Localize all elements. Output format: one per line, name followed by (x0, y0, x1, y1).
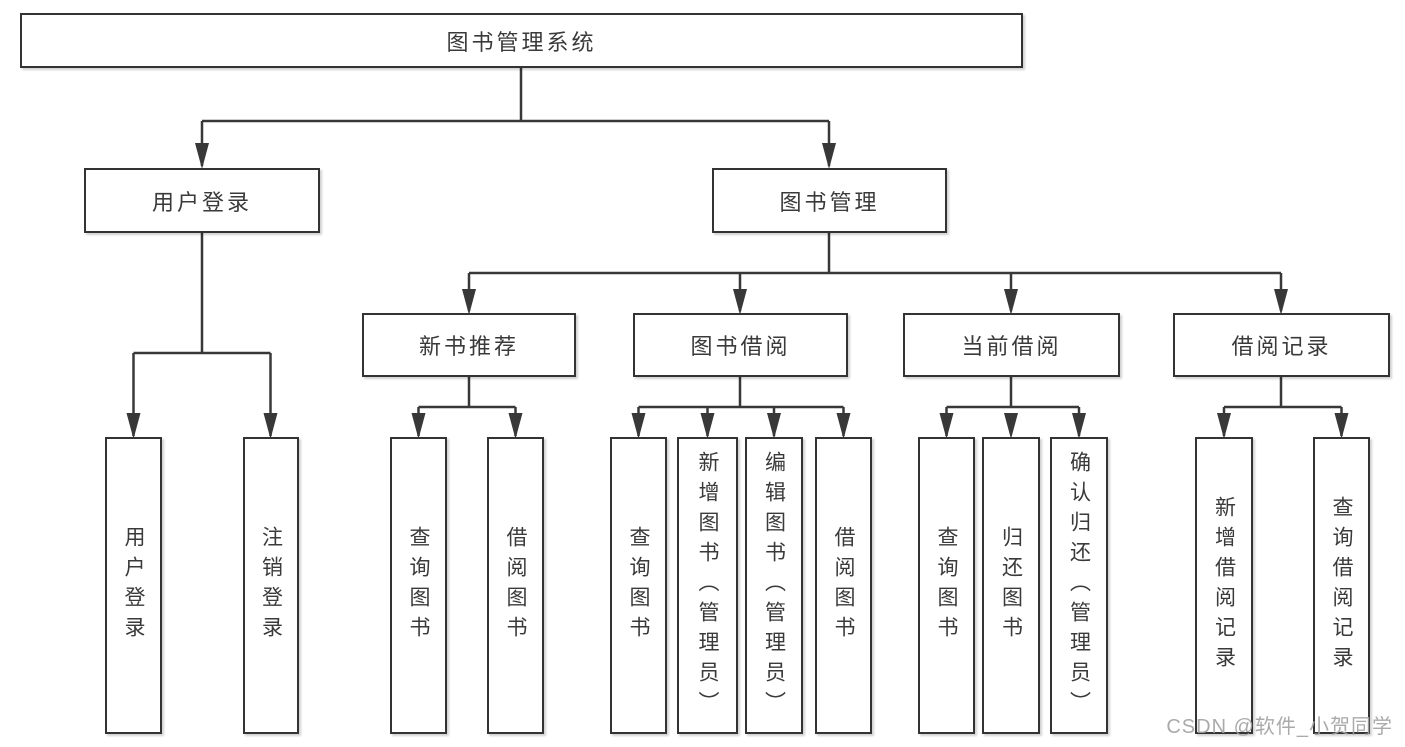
leaf-user-login: 用户登录 (105, 437, 162, 734)
leaf-logout: 注销登录 (243, 437, 299, 734)
connector-lines (132, 68, 1343, 436)
leaf-add-book-admin: 新增图书（管理员） (677, 437, 738, 734)
node-book-borrowing: 图书借阅 (633, 313, 848, 377)
connector-arrowheads (126, 143, 1349, 439)
node-user-login: 用户登录 (84, 168, 320, 233)
leaf-borrow-books: 借阅图书 (815, 437, 872, 734)
csdn-watermark: CSDN @软件_小贺同学 (1166, 716, 1393, 738)
node-root-system: 图书管理系统 (20, 13, 1023, 68)
leaf-query-books-recommend: 查询图书 (390, 437, 447, 734)
leaf-edit-book-admin: 编辑图书（管理员） (745, 437, 803, 734)
leaf-query-borrow-record: 查询借阅记录 (1313, 437, 1370, 734)
leaf-return-books: 归还图书 (982, 437, 1040, 734)
leaf-borrow-books-recommend: 借阅图书 (487, 437, 544, 734)
node-new-book-recommend: 新书推荐 (362, 313, 576, 377)
leaf-add-borrow-record: 新增借阅记录 (1195, 437, 1253, 734)
node-book-management: 图书管理 (712, 168, 947, 233)
node-current-borrowing: 当前借阅 (903, 313, 1120, 377)
leaf-query-books-current: 查询图书 (918, 437, 975, 734)
leaf-query-books-borrow: 查询图书 (610, 437, 667, 734)
leaf-confirm-return-admin: 确认归还（管理员） (1050, 437, 1108, 734)
node-borrowing-records: 借阅记录 (1173, 313, 1390, 377)
